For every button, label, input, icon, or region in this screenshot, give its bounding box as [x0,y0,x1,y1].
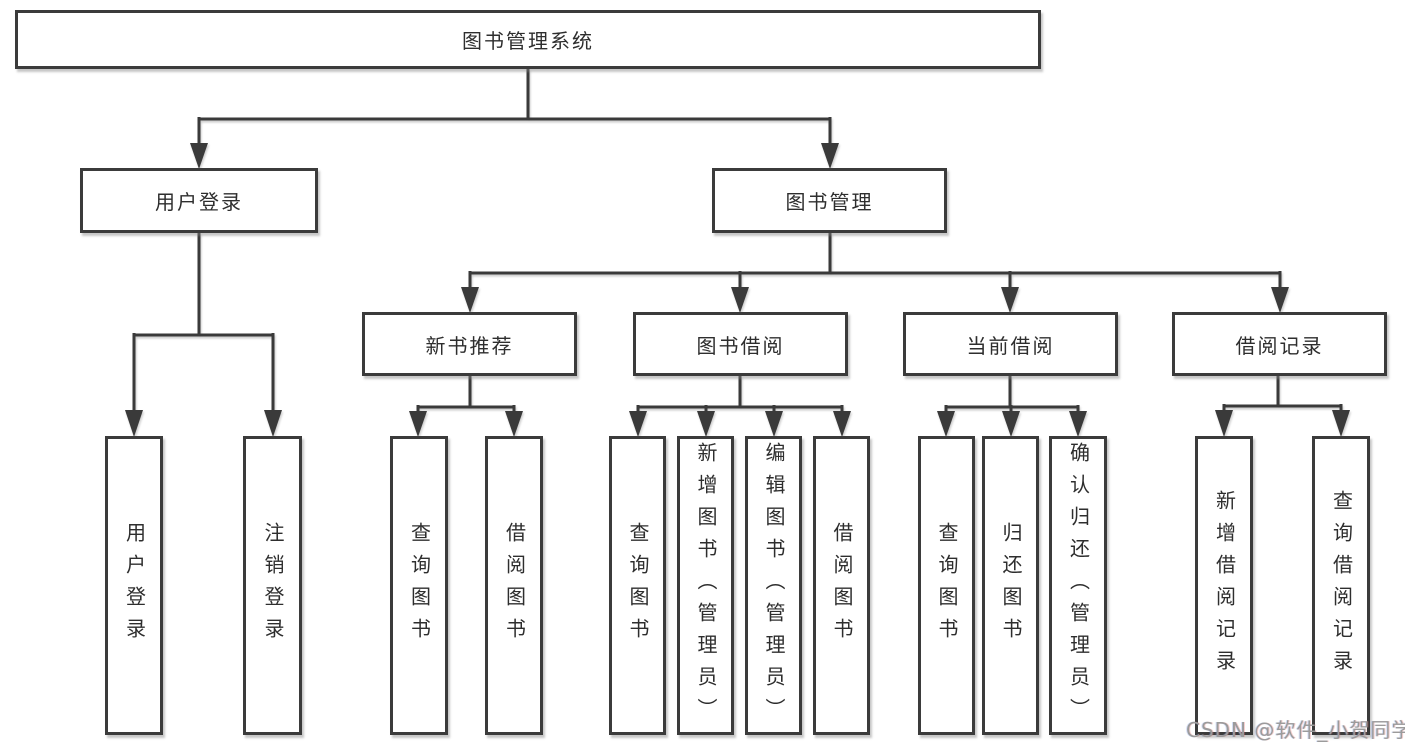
node-borrow-records-label: 借阅记录 [1235,333,1324,358]
leaf-borrow-query-books-label: 查询图书 [626,521,650,650]
leaf-logout-label: 注销登录 [261,521,285,650]
node-user-login: 用户登录 [80,168,318,233]
node-new-book-recommend-label: 新书推荐 [425,333,514,358]
node-root: 图书管理系统 [15,10,1041,69]
node-book-borrow: 图书借阅 [633,312,848,376]
leaf-borrow-borrow-books: 借阅图书 [813,436,870,735]
leaf-newbook-borrow-books-label: 借阅图书 [502,521,527,650]
leaf-current-return-books-label: 归还图书 [999,521,1023,650]
leaf-borrow-add-books-admin-label: 新增图书（管理员） [694,441,718,730]
leaf-borrow-borrow-books-label: 借阅图书 [830,521,854,650]
leaf-current-return-books: 归还图书 [982,436,1039,735]
leaf-records-add-record: 新增借阅记录 [1195,436,1253,735]
leaf-borrow-edit-books-admin-label: 编辑图书（管理员） [762,441,786,730]
connector-book-borrow-to-leaves [629,376,851,437]
leaf-borrow-add-books-admin: 新增图书（管理员） [677,436,734,735]
leaf-records-query-record: 查询借阅记录 [1312,436,1370,735]
node-user-login-label: 用户登录 [155,190,243,214]
node-current-borrow-label: 当前借阅 [966,333,1055,358]
connector-user-login-to-leaves [125,233,282,437]
leaf-borrow-edit-books-admin: 编辑图书（管理员） [745,436,802,735]
leaf-newbook-query-books: 查询图书 [390,436,448,735]
leaf-records-query-record-label: 查询借阅记录 [1329,489,1354,682]
leaf-borrow-query-books: 查询图书 [609,436,666,735]
leaf-newbook-borrow-books: 借阅图书 [485,436,543,735]
leaf-current-confirm-return-admin: 确认归还（管理员） [1049,436,1107,735]
connector-new-book-to-leaves [409,376,523,437]
connector-root-to-level2 [190,69,839,169]
node-borrow-records: 借阅记录 [1172,312,1387,376]
leaf-newbook-query-books-label: 查询图书 [407,521,432,650]
leaf-records-add-record-label: 新增借阅记录 [1212,489,1237,682]
leaf-current-confirm-return-admin-label: 确认归还（管理员） [1066,441,1091,730]
leaf-current-query-books-label: 查询图书 [935,521,959,650]
leaf-user-login-label: 用户登录 [122,521,147,650]
node-book-management: 图书管理 [712,168,947,233]
node-book-borrow-label: 图书借阅 [696,333,785,358]
connector-borrow-records-to-leaves [1215,376,1350,437]
leaf-logout: 注销登录 [243,436,302,735]
node-current-borrow: 当前借阅 [903,312,1118,376]
node-book-management-label: 图书管理 [785,190,874,214]
connector-book-management-to-level3 [461,233,1289,313]
watermark: CSDN @软件_小贺同学 [1186,718,1405,742]
connector-current-borrow-to-leaves [937,376,1087,437]
node-new-book-recommend: 新书推荐 [362,312,577,376]
leaf-current-query-books: 查询图书 [918,436,975,735]
node-root-label: 图书管理系统 [462,29,594,53]
leaf-user-login: 用户登录 [105,436,163,735]
